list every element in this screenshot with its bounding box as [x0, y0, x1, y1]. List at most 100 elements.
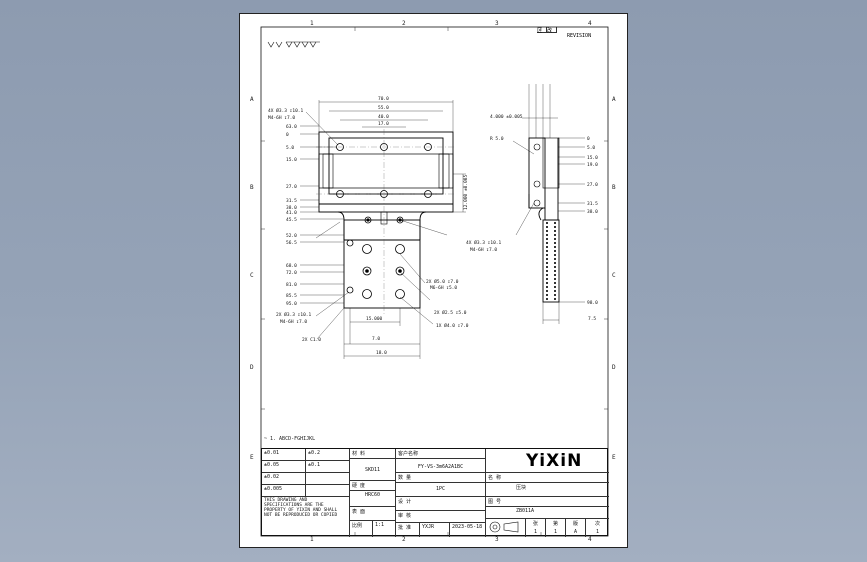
dim-inner-w1: 40.0: [378, 114, 389, 120]
dim-label-14: 85.5: [286, 293, 297, 299]
tol-b-1: ±0.1: [306, 461, 350, 473]
name-value: 压块: [486, 483, 609, 497]
chamfer-note: 2X C1.0: [302, 337, 321, 343]
tol-a-3: ±0.005: [262, 485, 306, 497]
tol-a-0: ±0.01: [262, 449, 306, 461]
dim-label-6: 38.0: [286, 205, 297, 211]
designer-value: YXJR: [420, 523, 450, 537]
front-dim-text: 70.0 55.0 40.0 17.0 4X Ø3.3 ↧10.1 M4-6H …: [268, 96, 469, 356]
company-logo: YiXiN: [526, 451, 583, 471]
dim-bottom-2: 7.0: [372, 336, 380, 342]
hole-note-2a: 2X Ø3.3 ↧10.1: [276, 311, 312, 318]
dim-label-2: 5.0: [286, 145, 294, 151]
surface-note: ~ 1. ABCD-FGHIJKL: [264, 436, 316, 442]
zone-top-2: 2: [402, 20, 406, 27]
side-dim-1: 5.0: [587, 145, 595, 151]
surface-finish-symbol: [267, 41, 320, 48]
zone-left-c: C: [250, 272, 254, 279]
tol-a-1: ±0.05: [262, 461, 306, 473]
approve-label: 批 准: [396, 523, 420, 537]
side-top-tol: 4.000 ±0.005: [490, 114, 523, 120]
side-view: [528, 137, 560, 303]
zone-left-d: D: [250, 364, 254, 371]
date-value: 2023-05-18: [450, 523, 486, 537]
sheet-label-2: 版: [566, 519, 586, 528]
dim-label-15: 95.0: [286, 301, 297, 307]
side-hidden-lines: [546, 222, 556, 302]
drawing-no-label: 图 号: [486, 497, 609, 507]
zone-top-1: 1: [310, 20, 314, 27]
dim-label-13: 81.0: [286, 282, 297, 288]
hole-centers: [365, 218, 402, 273]
hole-note-1a: 4X Ø3.3 ↧10.1: [268, 107, 304, 114]
check-label: 审 核: [396, 511, 486, 523]
hole-note-4b: 1X Ø4.0 ↧7.0: [436, 322, 469, 329]
dim-label-10: 56.5: [286, 240, 297, 246]
dim-mid-width: 55.0: [378, 105, 389, 111]
zone-left-e: E: [250, 454, 254, 461]
dim-label-11: 68.0: [286, 263, 297, 269]
hole-note-3b: M6-6H ↧5.0: [430, 285, 457, 291]
sheet-value-3: 1: [595, 529, 599, 535]
surface-label: 表 面: [350, 507, 396, 521]
zone-bottom-2: 2: [402, 536, 406, 543]
revision-table: 区 改 REVISION: [537, 27, 608, 39]
side-dim-5: 31.5: [587, 201, 598, 207]
material-value: SKD11: [350, 459, 396, 481]
qty-value: 1PC: [396, 483, 486, 497]
hole-note-1b: M4-6H ↧7.0: [268, 115, 295, 121]
dim-label-1: 0: [286, 132, 289, 138]
revision-header: REVISION: [567, 33, 592, 39]
drawing-sheet: 1 2 3 4 1 2 3 4 A B C D E A B C D E 区 改 …: [239, 13, 628, 548]
zone-right-e: E: [612, 454, 616, 461]
zone-top-4: 4: [588, 20, 592, 27]
material-label: 材 料: [350, 449, 396, 459]
revision-col-2: 改: [547, 27, 557, 34]
projection-symbol: [486, 519, 526, 537]
side-dim-4: 27.0: [587, 182, 598, 188]
vertical-dim: 12.000 ±0.005: [463, 174, 469, 210]
side-dim-text: 4.000 ±0.005 R 5.0 0 5.0 15.0 19.0 27.0 …: [466, 114, 598, 322]
side-dim-lines: [512, 84, 585, 324]
customer-label: 客户名称: [396, 449, 486, 459]
side-dim-7: 98.0: [587, 300, 598, 306]
tol-b-2: [306, 473, 350, 485]
side-dim-0: 0: [587, 136, 590, 142]
sheet-label-0: 张: [526, 519, 546, 528]
sheet-value-1: 1: [546, 528, 566, 537]
name-label: 名 称: [486, 473, 609, 483]
zone-left-b: B: [250, 184, 254, 191]
lower-block: [343, 219, 421, 309]
scale-label: 比例: [350, 521, 373, 537]
hardness-label: 硬 度: [350, 481, 396, 491]
dim-label-12: 72.0: [286, 270, 297, 276]
sheet-label-3: 次: [594, 521, 600, 527]
drawing-no-value: ZB011A: [486, 507, 609, 519]
disclaimer: THIS DRAWING AND SPECIFICATIONS ARE THE …: [262, 497, 350, 537]
zone-right-c: C: [612, 272, 616, 279]
sheet-label-1: 第: [546, 519, 566, 528]
tol-b-3: [306, 485, 350, 497]
inner-border: [260, 26, 609, 537]
qty-label: 数 量: [396, 473, 486, 483]
side-hole-a: 4X Ø3.3 ↧10.1: [466, 239, 502, 246]
zone-bottom-1: 1: [310, 536, 314, 543]
sheet-value-0: 1: [526, 528, 546, 537]
dim-label-5: 31.5: [286, 198, 297, 204]
design-label: 设 计: [396, 497, 486, 511]
sheet-value-2: A: [566, 528, 586, 537]
hole-note-4a: 2X Ø2.5 ↧5.0: [434, 309, 467, 316]
part-no-value: FY-VS-3m6A2A1BC: [396, 459, 486, 473]
hole-note-2b: M4-6H ↧7.0: [280, 319, 307, 325]
scale-value: 1:1: [373, 521, 396, 537]
dim-label-0: 63.0: [286, 124, 297, 130]
company-box: YiXiN: [486, 449, 609, 473]
tol-b-0: ±0.2: [306, 449, 350, 461]
side-hole-b: M4-6H ↧7.0: [470, 247, 497, 253]
hole-note-3a: 2X Ø5.0 ↧7.0: [426, 278, 459, 285]
dim-label-9: 52.0: [286, 233, 297, 239]
dim-label-3: 15.0: [286, 157, 297, 163]
dim-bottom-3: 18.0: [376, 350, 387, 356]
dim-label-4: 27.0: [286, 184, 297, 190]
zone-top-3: 3: [495, 20, 499, 27]
